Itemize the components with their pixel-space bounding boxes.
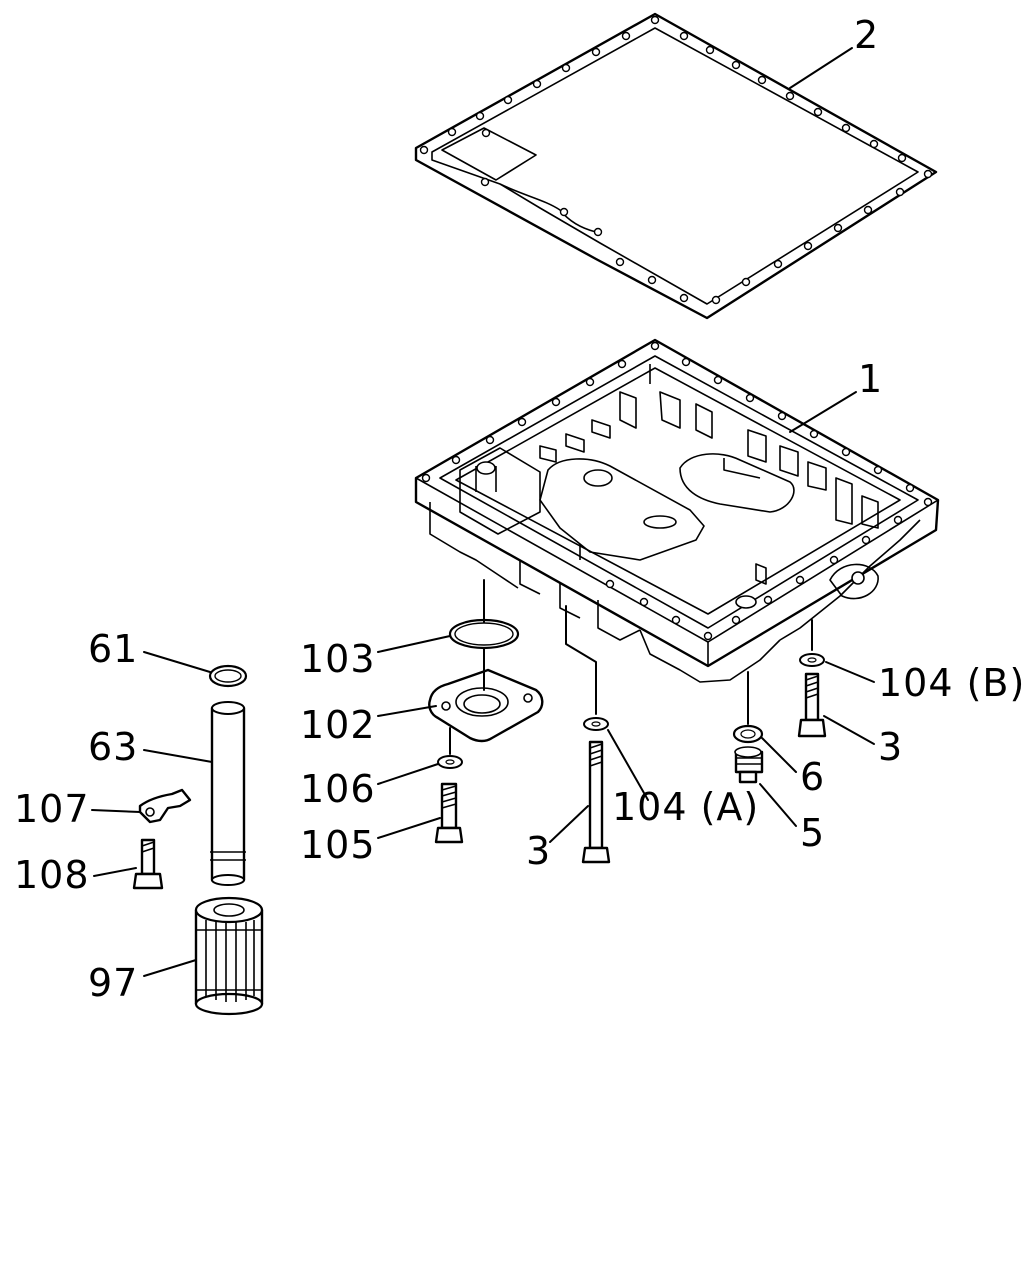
bolt-part-108 [132, 838, 164, 890]
label-part-102: 102 [300, 703, 376, 747]
label-part-2: 2 [854, 13, 879, 57]
label-part-106: 106 [300, 767, 376, 811]
label-part-5: 5 [800, 811, 825, 855]
washer-part-104a [583, 717, 609, 731]
washer-part-104b [799, 653, 825, 667]
assembly-lines [449, 579, 813, 755]
strainer-cover-part-102 [428, 668, 544, 743]
bracket-part-107 [138, 788, 192, 824]
pipe-part-63 [210, 701, 246, 886]
washer-part-106 [437, 755, 463, 769]
strainer-part-97 [194, 896, 264, 1016]
label-part-3b: 3 [526, 829, 551, 873]
bolt-part-105 [434, 782, 464, 844]
bolt-part-3a [581, 740, 611, 864]
callout-labels: 2 1 61 103 63 102 104 (B) 3 107 106 6 10… [14, 13, 1024, 1005]
label-part-107: 107 [14, 787, 90, 831]
label-part-1: 1 [858, 357, 883, 401]
o-ring-part-61 [208, 664, 248, 688]
label-part-97: 97 [88, 961, 138, 1005]
oil-pan-part-1 [414, 338, 940, 683]
gasket-part-2 [414, 12, 938, 320]
label-part-105: 105 [300, 823, 376, 867]
label-part-3a: 3 [878, 725, 903, 769]
o-ring-part-103 [448, 618, 520, 650]
leader-lines [91, 47, 875, 977]
label-part-108: 108 [14, 853, 90, 897]
drain-plug-part-5 [734, 746, 764, 784]
label-part-61: 61 [88, 627, 138, 671]
label-part-104a: 104 (A) [612, 785, 759, 829]
label-part-104b: 104 (B) [878, 661, 1024, 705]
label-part-6: 6 [800, 755, 825, 799]
label-part-63: 63 [88, 725, 138, 769]
label-part-103: 103 [300, 637, 376, 681]
bolt-part-3b [797, 672, 827, 738]
gasket-part-6 [732, 724, 764, 744]
